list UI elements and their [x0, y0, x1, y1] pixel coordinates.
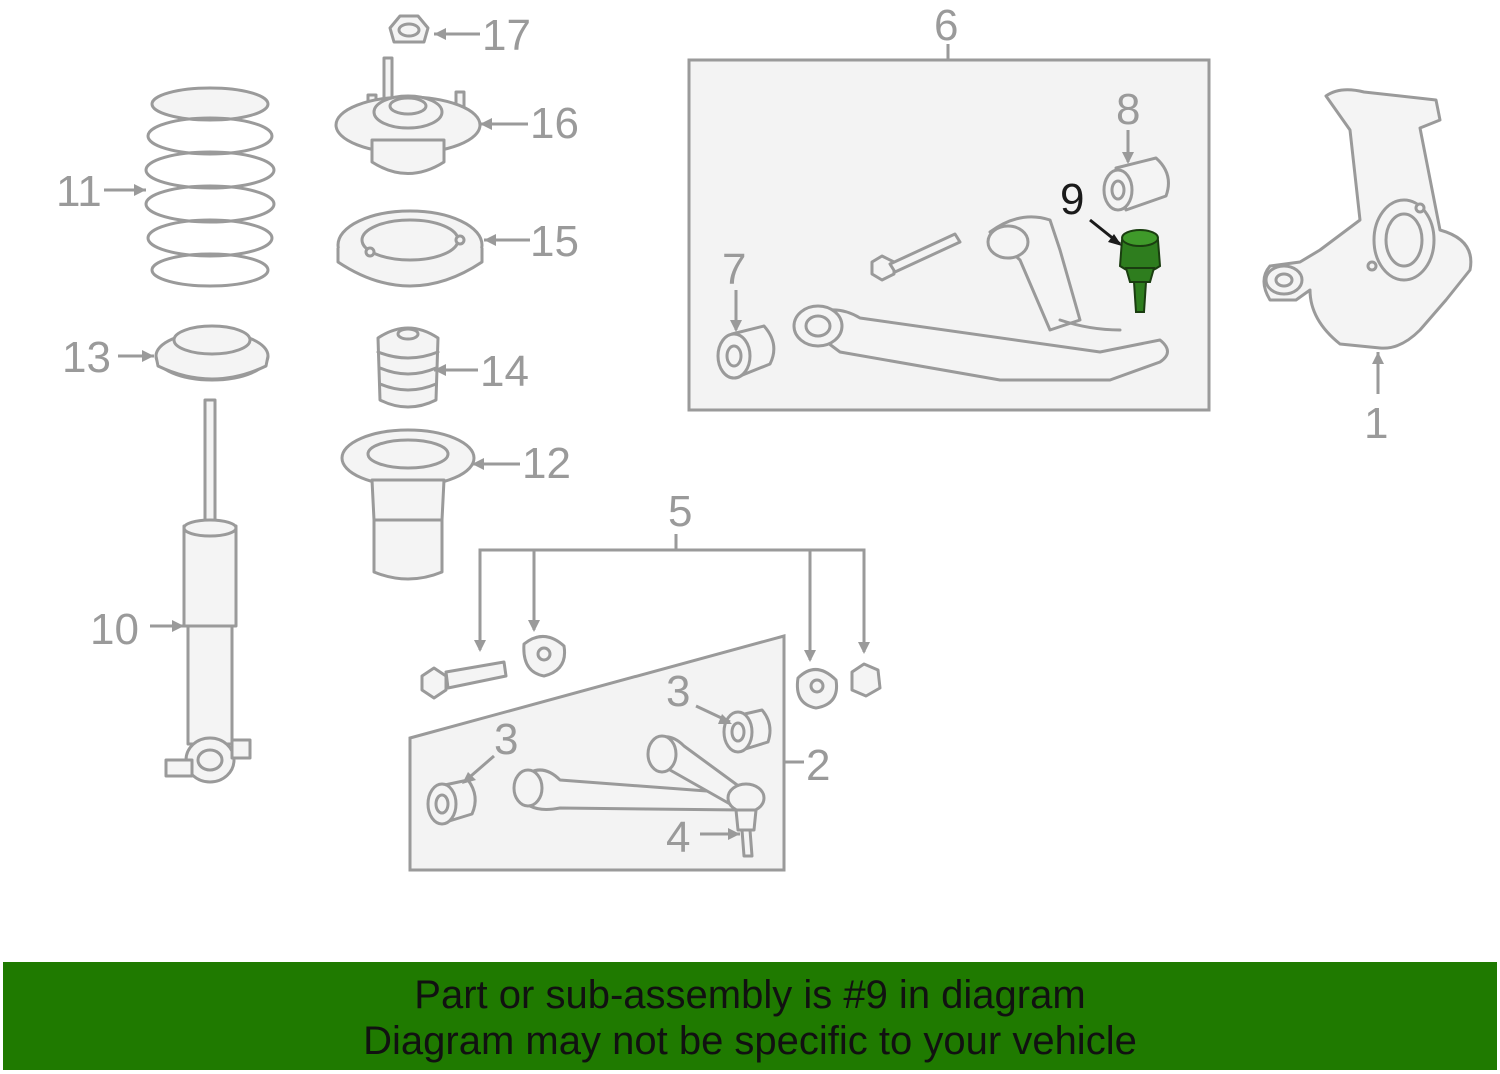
- banner-line-2: Diagram may not be specific to your vehi…: [363, 1019, 1137, 1063]
- part-14-bump-stop: [376, 326, 478, 409]
- part-5-hardware-leaders: [474, 534, 870, 662]
- part-6-lower-control-arm: [792, 215, 1169, 382]
- label-7: 7: [722, 245, 746, 294]
- part-8-bushing: [1102, 130, 1170, 212]
- part-3-bushing-b: [695, 704, 772, 754]
- part-5-cam-washer-2: [795, 668, 839, 710]
- part-5-bolt: [420, 660, 508, 700]
- part-17-nut: [388, 14, 480, 44]
- label-6: 6: [934, 1, 958, 50]
- part-16-strut-mount: [334, 56, 528, 175]
- part-1-steering-knuckle: [1262, 88, 1473, 394]
- label-4: 4: [666, 813, 690, 862]
- part-10-shock-absorber: [150, 398, 252, 784]
- part-5-nut: [850, 662, 882, 698]
- banner-line-1: Part or sub-assembly is #9 in diagram: [414, 973, 1086, 1017]
- label-12: 12: [522, 439, 571, 488]
- label-16: 16: [530, 99, 579, 148]
- part-15-spring-seat: [336, 209, 530, 288]
- part-5-cam-washer: [522, 635, 567, 678]
- label-9: 9: [1060, 175, 1084, 224]
- label-15: 15: [530, 217, 579, 266]
- label-5: 5: [668, 487, 692, 536]
- label-13: 13: [62, 333, 111, 382]
- part-3-bushing-a: [426, 754, 495, 826]
- label-11: 11: [56, 167, 102, 216]
- part-6-bolt: [870, 232, 962, 282]
- info-banner: Part or sub-assembly is #9 in diagram Di…: [3, 962, 1497, 1070]
- label-1: 1: [1364, 399, 1388, 448]
- label-17: 17: [482, 11, 531, 60]
- label-10: 10: [90, 605, 139, 654]
- part-4-ball-joint: [700, 782, 766, 858]
- part-11-coil-spring: [104, 86, 276, 288]
- part-7-bushing: [716, 290, 776, 380]
- label-3a: 3: [494, 715, 518, 764]
- part-12-insulator: [340, 428, 520, 581]
- label-8: 8: [1116, 85, 1140, 134]
- label-3b: 3: [666, 667, 690, 716]
- label-2: 2: [806, 741, 830, 790]
- label-14: 14: [480, 347, 529, 396]
- parts-diagram: 17 16 15 14: [56, 1, 1473, 872]
- part-9-ball-joint-highlighted: [1089, 218, 1162, 313]
- part-2-assembly-box: [408, 634, 786, 872]
- part-13-spring-insulator: [118, 324, 270, 382]
